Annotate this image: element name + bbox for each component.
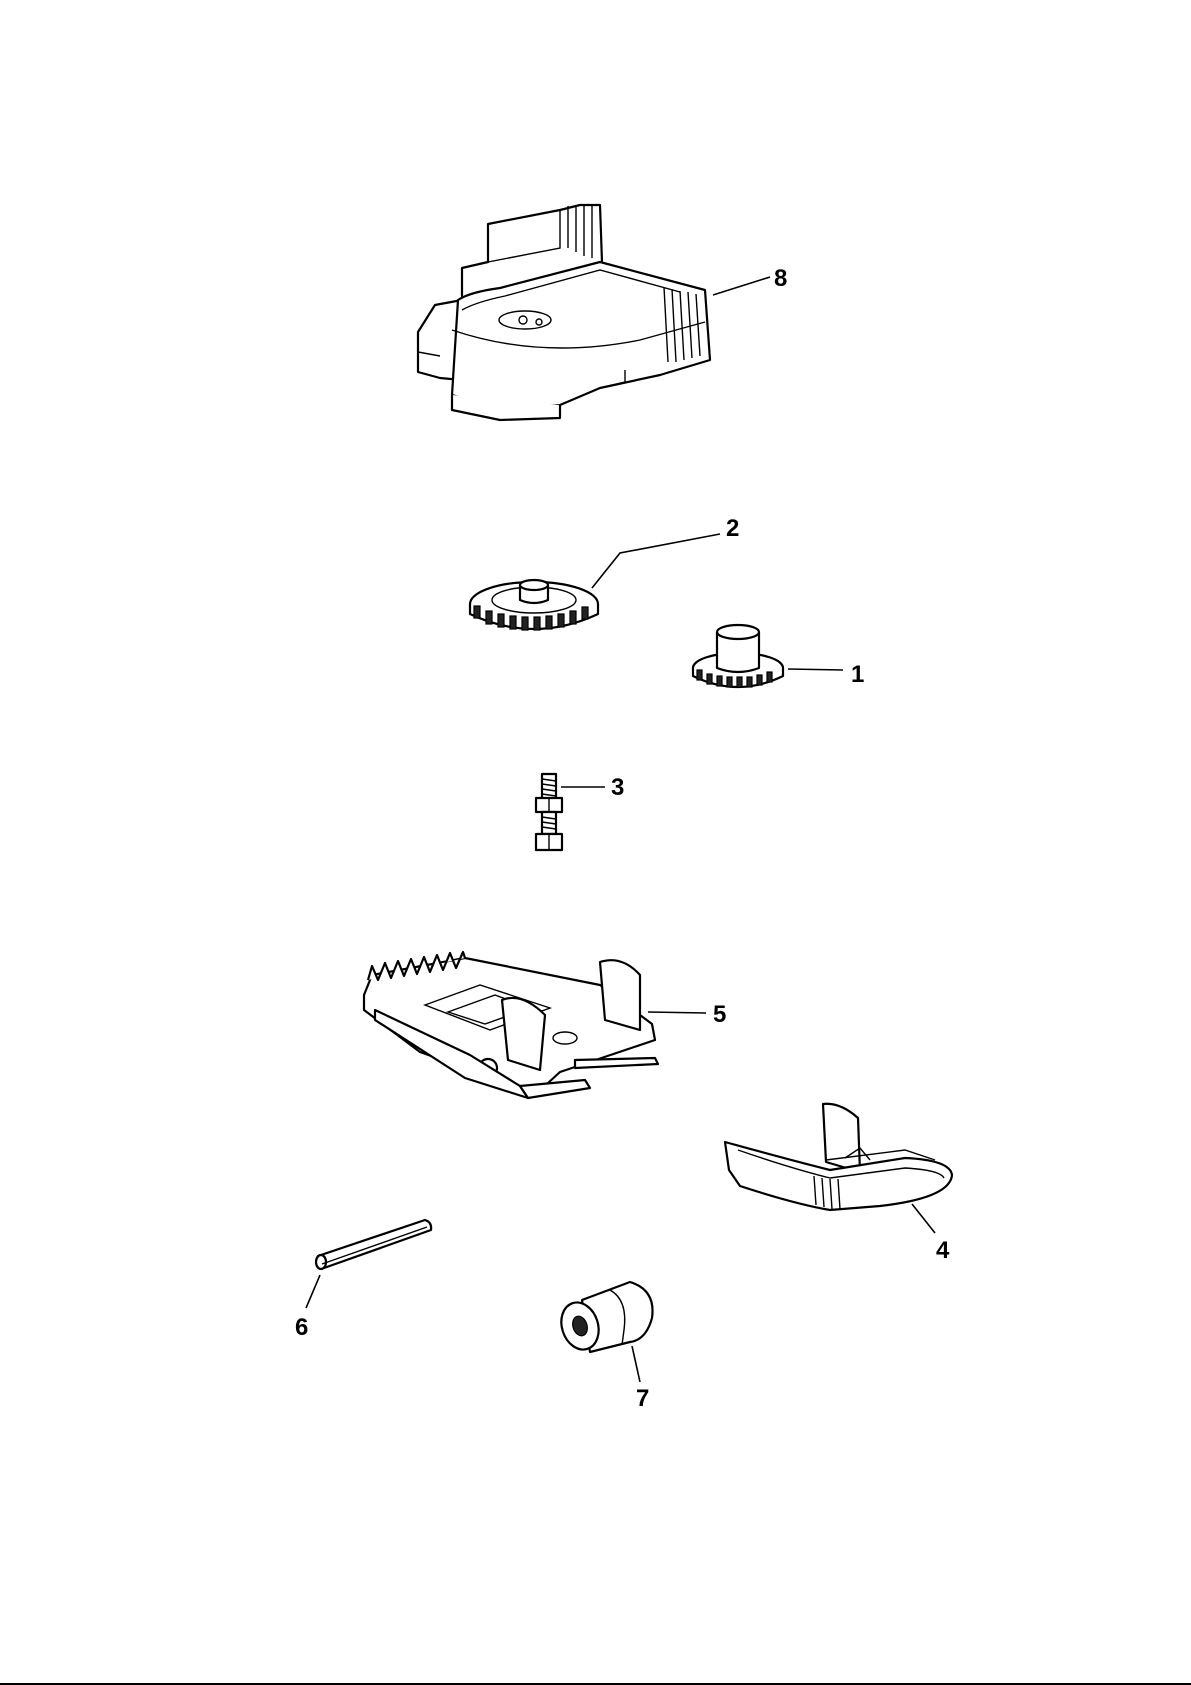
callout-7: 7 xyxy=(636,1385,649,1412)
callout-3: 3 xyxy=(611,774,624,801)
leader-line-2 xyxy=(592,534,720,588)
callout-6: 6 xyxy=(295,1314,308,1341)
small-pinion-gear-icon xyxy=(693,625,783,687)
bolt-and-nut-icon xyxy=(536,774,562,850)
callout-2: 2 xyxy=(726,515,739,542)
callout-5: 5 xyxy=(713,1001,726,1028)
leader-line-6 xyxy=(306,1275,320,1308)
callout-4: 4 xyxy=(936,1237,950,1264)
pin-icon xyxy=(316,1220,431,1269)
leader-line-5 xyxy=(648,1012,706,1013)
callout-8: 8 xyxy=(774,265,787,292)
u-shaped-bracket-icon xyxy=(725,1104,952,1210)
housing-cover-icon xyxy=(418,205,710,420)
toothed-slide-plate-icon xyxy=(364,952,658,1098)
spur-gear-icon xyxy=(470,580,598,630)
leader-line-4 xyxy=(912,1204,935,1233)
bushing-roller-icon xyxy=(555,1282,652,1354)
leader-line-1 xyxy=(788,669,843,670)
leader-line-8 xyxy=(713,277,770,295)
leader-line-7 xyxy=(632,1346,640,1382)
callout-1: 1 xyxy=(851,661,864,688)
